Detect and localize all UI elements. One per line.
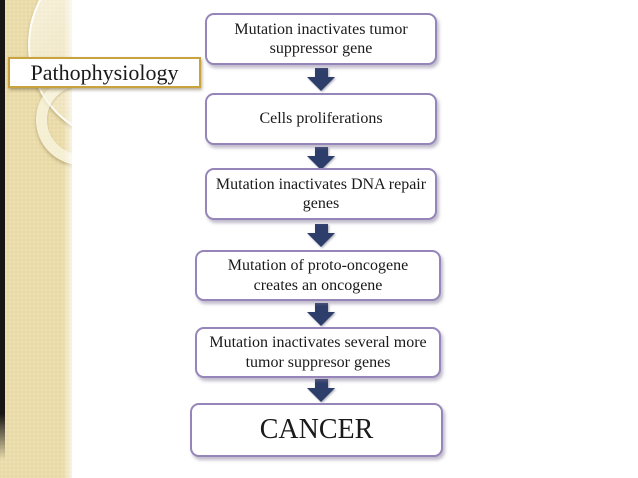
slide-title-plate: Pathophysiology (8, 57, 201, 88)
flow-step-tumor-suppressor: Mutation inactivates tumor suppressor ge… (205, 13, 437, 65)
slide-left-edge (0, 0, 5, 460)
flow-step-label: CANCER (259, 414, 374, 446)
flow-step-several-suppressor: Mutation inactivates several more tumor … (195, 327, 441, 378)
flow-step-cells-proliferations: Cells proliferations (205, 93, 437, 145)
flow-step-label: Cells proliferations (259, 110, 383, 128)
slide-title: Pathophysiology (30, 59, 179, 85)
flow-step-proto-oncogene: Mutation of proto-oncogene creates an on… (195, 250, 441, 301)
down-arrow (307, 303, 335, 326)
flow-step-label: Mutation inactivates DNA repair genes (215, 175, 427, 212)
down-arrow (307, 147, 335, 170)
flow-step-label: Mutation inactivates several more tumor … (209, 334, 427, 371)
flow-step-dna-repair: Mutation inactivates DNA repair genes (205, 168, 437, 220)
flow-step-cancer: CANCER (190, 403, 443, 457)
flow-step-label: Mutation of proto-oncogene creates an on… (227, 257, 409, 294)
down-arrow (307, 224, 335, 247)
down-arrow (307, 68, 335, 91)
flow-step-label: Mutation inactivates tumor suppressor ge… (234, 20, 408, 57)
sidebar-highlight-edge (63, 0, 72, 478)
down-arrow (307, 379, 335, 402)
